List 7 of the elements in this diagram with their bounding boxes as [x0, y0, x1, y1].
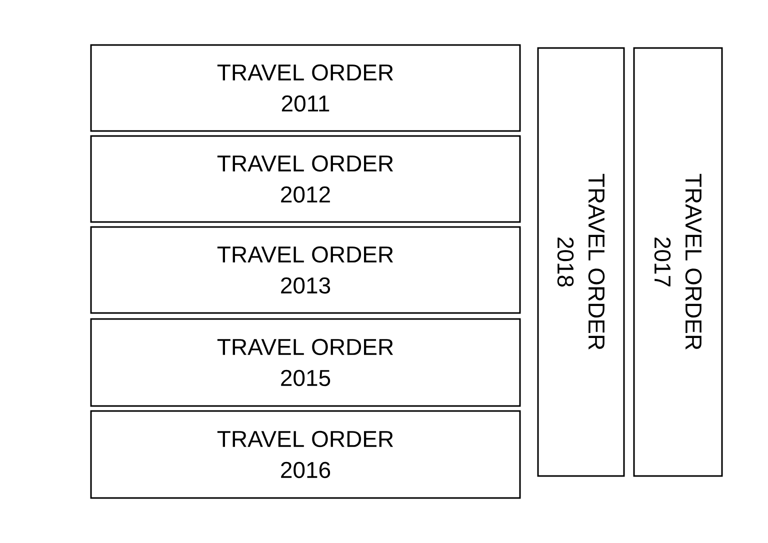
text-box: TRAVEL ORDER 2018: [537, 47, 625, 477]
text-box: TRAVEL ORDER 2012: [90, 135, 521, 223]
text-box: TRAVEL ORDER 2017: [633, 47, 723, 477]
text-box: TRAVEL ORDER 2015: [90, 318, 521, 407]
text-box: TRAVEL ORDER 2011: [90, 44, 521, 132]
text-box: TRAVEL ORDER 2013: [90, 226, 521, 314]
text-box: TRAVEL ORDER 2016: [90, 410, 521, 499]
